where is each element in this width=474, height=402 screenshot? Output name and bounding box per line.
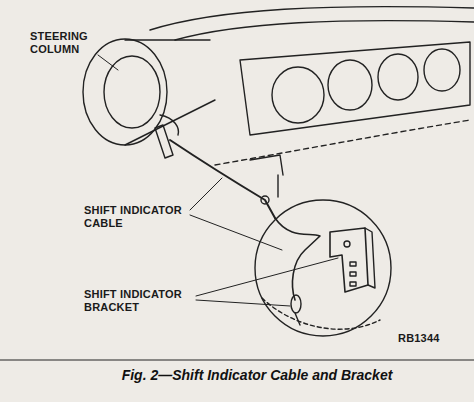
dash-top xyxy=(150,7,474,30)
leader-line xyxy=(190,178,222,210)
figure-caption: Fig. 2—Shift Indicator Cable and Bracket xyxy=(122,367,393,383)
gauge xyxy=(424,49,460,91)
bracket-hole xyxy=(344,241,350,247)
detail-dash xyxy=(262,298,380,329)
bracket-small-tab xyxy=(277,175,278,197)
part-label: STEERING COLUMN xyxy=(30,30,100,56)
cable-magnified xyxy=(275,218,320,300)
shift-lever xyxy=(155,125,173,158)
bracket-side xyxy=(365,228,375,288)
leader-line xyxy=(190,215,282,250)
bracket-slot xyxy=(350,262,356,266)
cluster-bezel xyxy=(240,42,470,135)
cable-clip xyxy=(261,196,269,204)
cable-tip xyxy=(295,313,300,325)
column-end xyxy=(83,39,167,145)
column-end-inner xyxy=(104,56,160,128)
gauge xyxy=(378,54,418,100)
dash-lower-edge xyxy=(215,120,470,165)
leader-line xyxy=(196,300,290,306)
figure-code: RB1344 xyxy=(398,332,458,345)
caption-rule xyxy=(0,360,474,361)
leader-line xyxy=(196,258,338,296)
shift-indicator-cable xyxy=(170,140,275,218)
leader-line xyxy=(98,55,118,70)
bracket-small xyxy=(250,155,283,175)
part-label: SHIFT INDICATOR CABLE xyxy=(84,204,188,230)
column-tube xyxy=(125,40,215,145)
bracket-slot xyxy=(350,272,356,276)
bracket-magnified xyxy=(330,228,368,292)
gauge xyxy=(328,60,372,110)
gauge xyxy=(272,67,324,123)
cable-end-loop xyxy=(291,295,301,313)
dash-lip xyxy=(175,21,474,40)
bracket-slot xyxy=(350,282,356,286)
detail-circle xyxy=(255,200,391,336)
part-label: SHIFT INDICATOR BRACKET xyxy=(84,288,194,314)
